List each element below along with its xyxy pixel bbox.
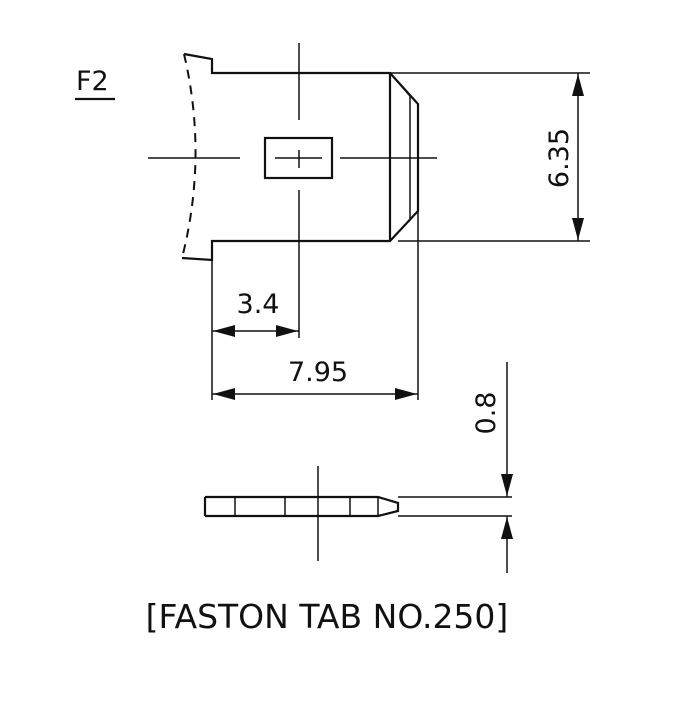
dim-thickness: 0.8 [398,362,513,573]
caption: [FASTON TAB NO.250] [146,597,509,636]
side-outline [205,495,400,518]
arrowhead [572,74,584,96]
dim-length: 7.95 [212,211,419,400]
arrowhead [213,388,235,400]
chamfer-line-bottom [389,219,411,242]
break-line [181,53,197,259]
part-label: F2 [76,66,109,97]
dimple-hole [263,136,334,180]
arrowhead [395,388,417,400]
dim-thickness-text: 0.8 [471,392,502,435]
tab-side-view [203,466,400,561]
dim-height: 6.35 [390,72,590,242]
dim-hole-offset: 3.4 [211,241,299,400]
center-lines [148,43,437,338]
arrowhead [501,517,513,539]
arrowhead [501,474,513,496]
arrowhead [572,218,584,240]
arrowhead [213,325,235,337]
tab-top-view [181,52,420,262]
dim-height-text: 6.35 [544,128,575,188]
arrowhead [276,325,298,337]
dim-length-text: 7.95 [288,357,348,388]
dim-hole-offset-text: 3.4 [237,289,280,320]
chamfer-line-top [389,72,411,97]
tab-outline [181,52,420,262]
